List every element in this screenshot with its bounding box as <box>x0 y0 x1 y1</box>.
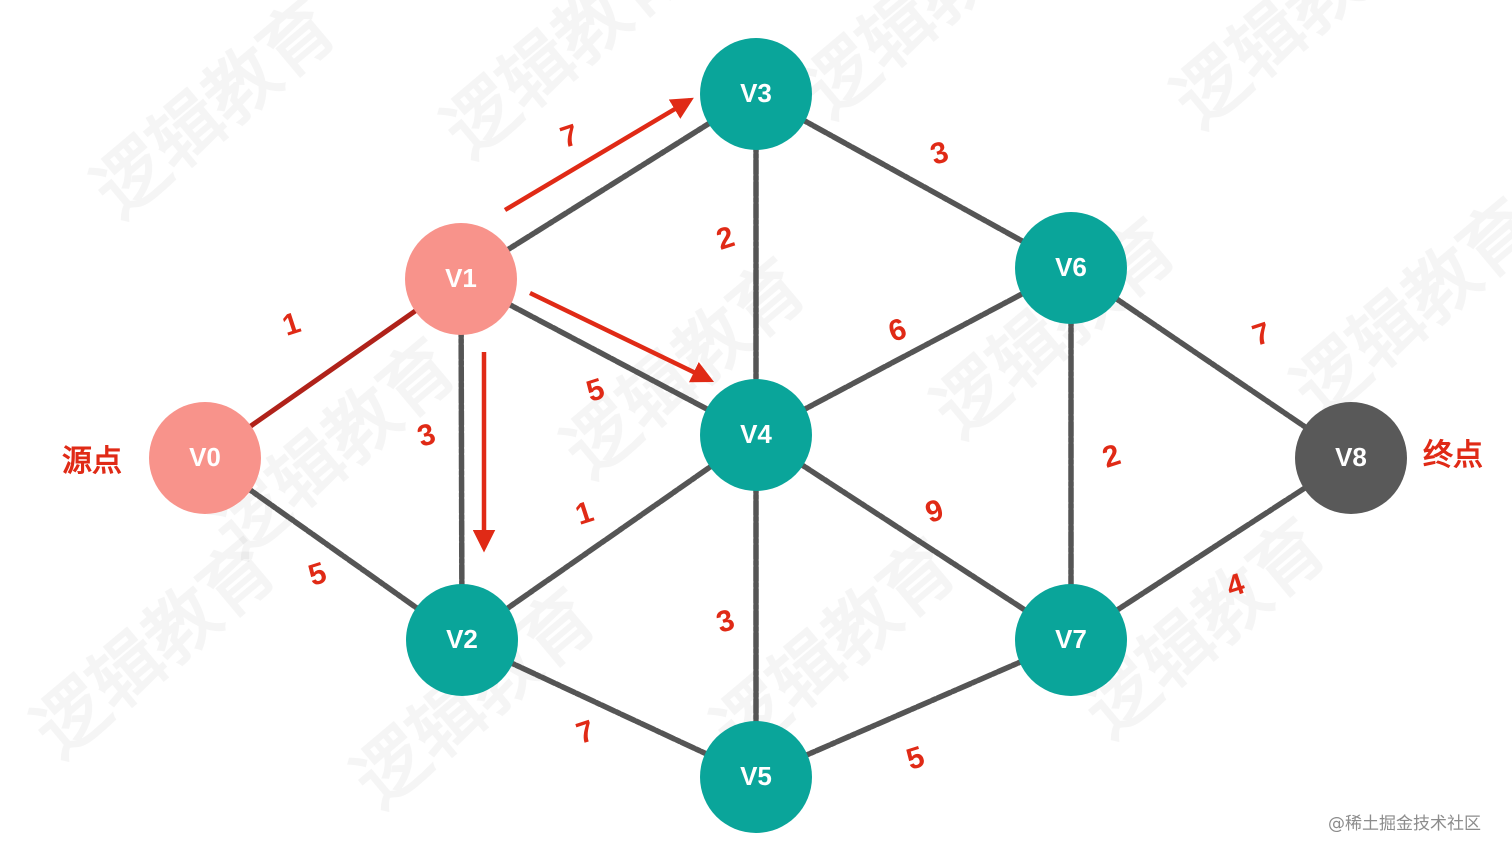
node-v0: V0 <box>149 402 261 514</box>
edge-v4-v6 <box>753 265 1074 438</box>
node-label: V3 <box>740 78 772 108</box>
arrow-v1-v3 <box>503 97 694 212</box>
edge-layer <box>202 91 1354 780</box>
credit-text: @稀土掘金技术社区 <box>1328 814 1481 834</box>
watermark-text: 逻辑教育 <box>1157 0 1432 143</box>
node-v8: V8 <box>1295 402 1407 514</box>
target-label: 终点 <box>1423 438 1483 473</box>
node-v7: V7 <box>1015 584 1127 696</box>
edge-v4-v7 <box>753 432 1074 643</box>
node-circle <box>1295 402 1407 514</box>
edge-v1-v3 <box>458 91 759 282</box>
node-label: V5 <box>740 761 772 791</box>
node-circle <box>700 379 812 491</box>
node-v1: V1 <box>405 223 517 335</box>
node-label: V1 <box>445 263 477 293</box>
weight-label-v4-v5: 3 <box>712 603 738 640</box>
node-circle <box>406 584 518 696</box>
node-label: V2 <box>446 624 478 654</box>
edge-v5-v7 <box>753 637 1074 780</box>
watermark-text: 逻辑教育 <box>1277 184 1512 433</box>
node-label: V7 <box>1055 624 1087 654</box>
weight-label-v3-v4: 2 <box>712 220 738 257</box>
arrow-layer <box>472 97 715 553</box>
weight-label-v6-v7: 2 <box>1098 438 1124 475</box>
node-v6: V6 <box>1015 212 1127 324</box>
node-circle <box>1015 212 1127 324</box>
node-v2: V2 <box>406 584 518 696</box>
node-v3: V3 <box>700 38 812 150</box>
weight-label-v1-v3: 7 <box>556 118 582 155</box>
edge-v1-v2 <box>458 276 465 643</box>
weight-label-v6-v8: 7 <box>1248 316 1274 353</box>
weight-label-v5-v7: 5 <box>902 740 928 777</box>
weight-label-v0-v1: 1 <box>278 306 304 343</box>
node-circle <box>700 721 812 833</box>
watermark-text: 逻辑教育 <box>17 524 292 773</box>
weight-label-v4-v6: 6 <box>884 312 910 349</box>
edge-v2-v4 <box>459 432 759 643</box>
edge-v3-v6 <box>753 91 1074 271</box>
node-circle <box>700 38 812 150</box>
node-v5: V5 <box>700 721 812 833</box>
watermark-text: 逻辑教育 <box>77 0 352 233</box>
weight-label-v4-v7: 9 <box>921 493 947 530</box>
node-circle <box>1015 584 1127 696</box>
node-v4: V4 <box>700 379 812 491</box>
source-label: 源点 <box>62 444 122 479</box>
node-label: V6 <box>1055 252 1087 282</box>
weight-label-v0-v2: 5 <box>304 556 330 593</box>
weight-label-v2-v5: 7 <box>572 714 598 751</box>
node-circle <box>149 402 261 514</box>
node-label: V8 <box>1335 442 1367 472</box>
weight-label-v1-v2: 3 <box>413 417 439 454</box>
node-circle <box>405 223 517 335</box>
node-label: V0 <box>189 442 221 472</box>
watermark-text: 逻辑教育 <box>787 0 1062 133</box>
edge-v6-v8 <box>1068 265 1354 461</box>
node-label: V4 <box>740 419 772 449</box>
arrow-v1-v4 <box>529 290 715 383</box>
weight-label-v3-v6: 3 <box>926 135 952 172</box>
weight-label-v2-v4: 1 <box>571 495 597 532</box>
